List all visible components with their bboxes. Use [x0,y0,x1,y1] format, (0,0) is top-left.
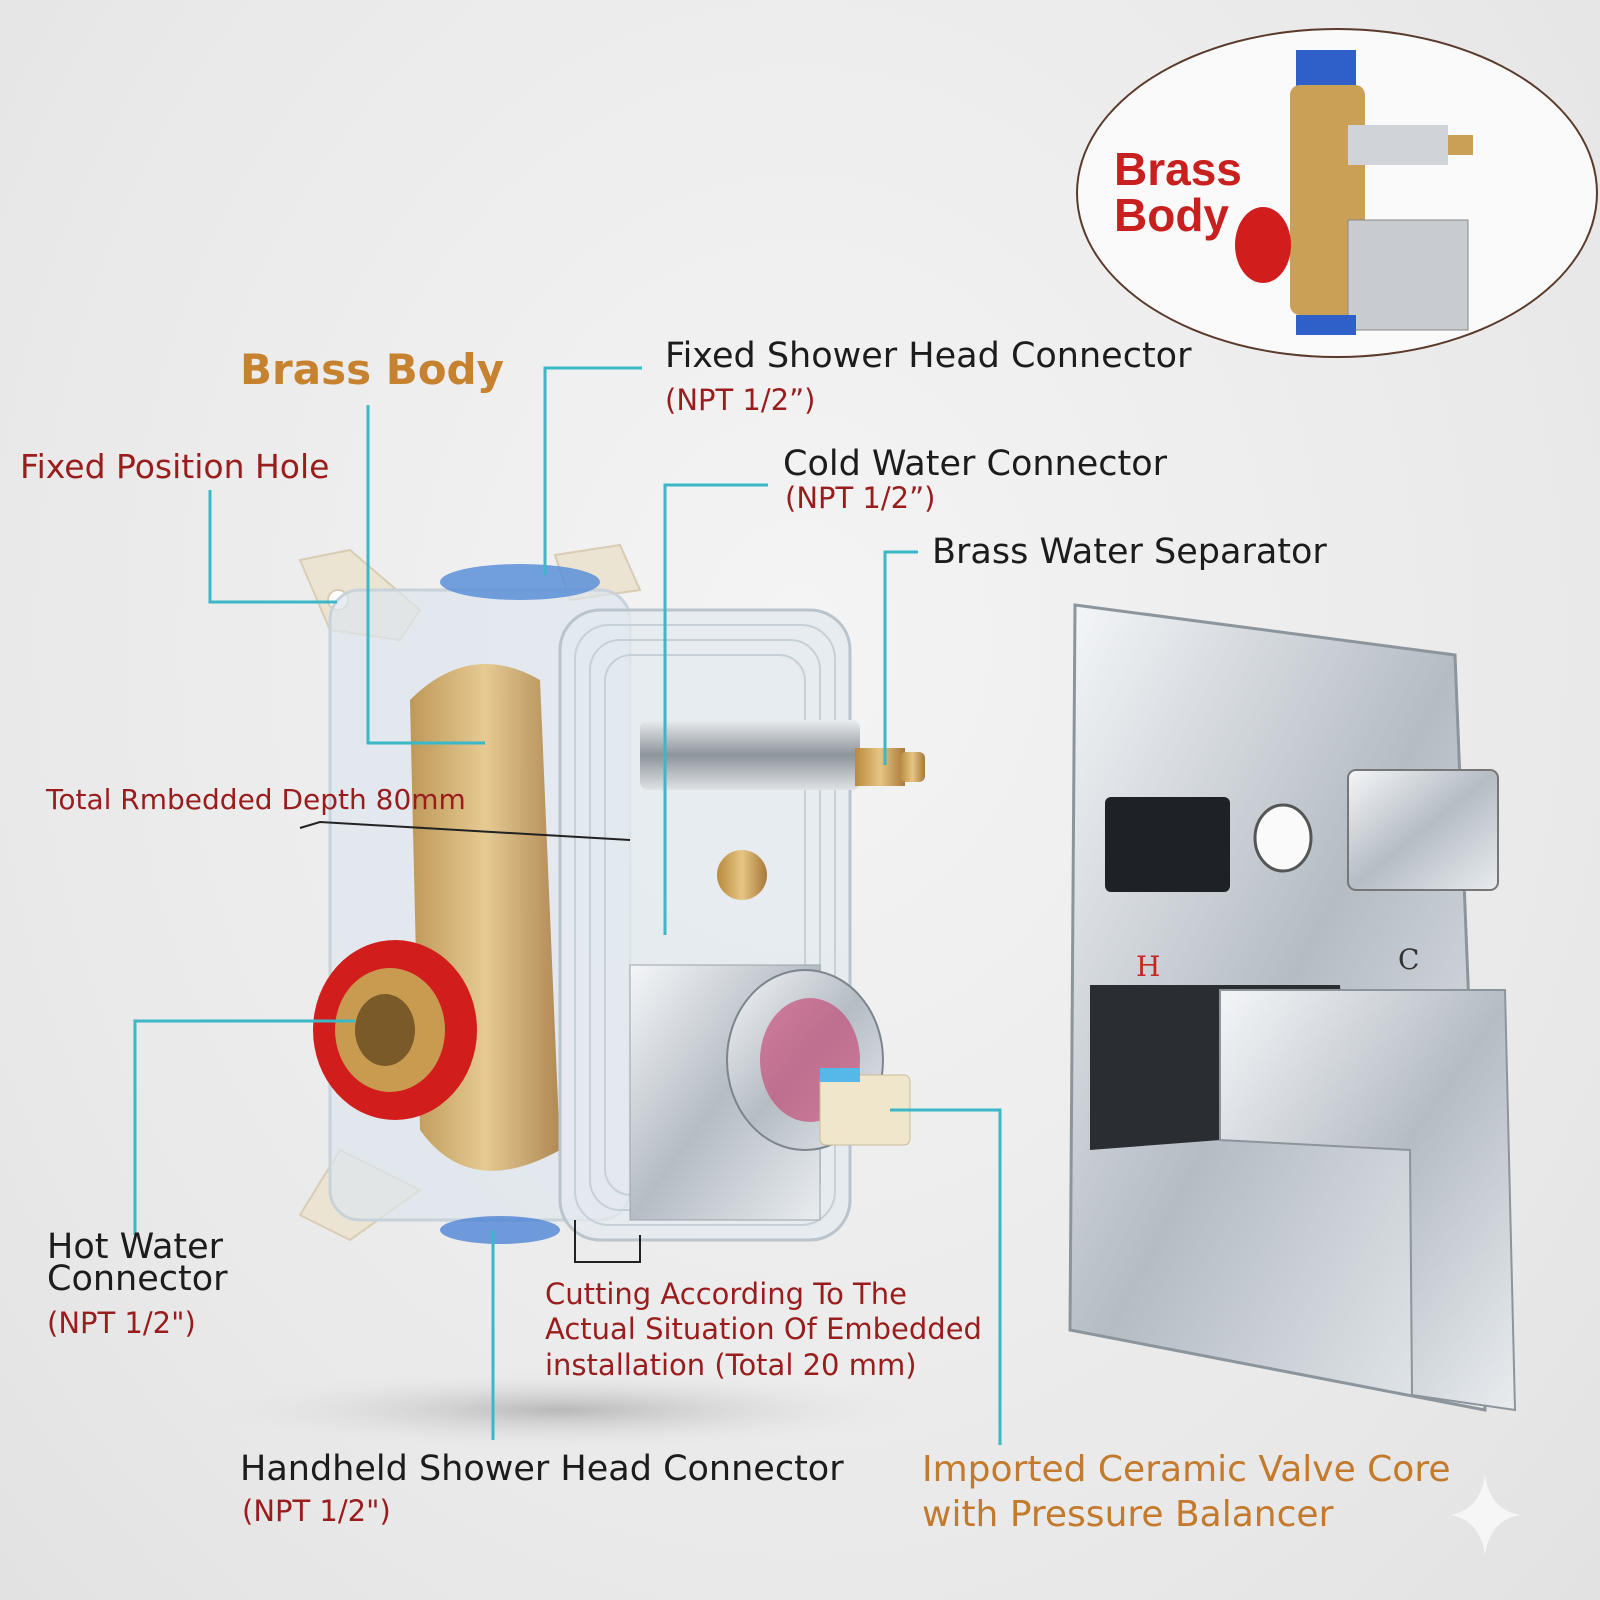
cutting-line2: Actual Situation Of Embedded [545,1312,982,1347]
leader-lines [133,366,1002,1445]
diverter-slot [1105,797,1230,892]
floor-shadow [200,1370,920,1450]
lever-handle[interactable] [1219,989,1517,1412]
ceramic-line2: with Pressure Balancer [922,1494,1334,1535]
label-handheld-connector: Handheld Shower Head Connector [240,1449,844,1489]
top-blue-cap [440,564,600,600]
inset-title-line1: Brass [1114,143,1242,195]
label-total-depth: Total Rmbedded Depth 80mm [46,783,466,816]
sparkle-icon [1450,1475,1520,1555]
label-hot-water-connector: Hot Water Connector [47,1227,228,1299]
label-cutting-note: Cutting According To The Actual Situatio… [545,1277,982,1383]
hot-water-connector [313,940,477,1120]
label-hot-water-spec: (NPT 1/2") [47,1306,196,1340]
hot-mark: H [1136,950,1161,983]
cutting-line3: installation (Total 20 mm) [545,1347,917,1382]
hot-water-line1: Hot Water [47,1227,224,1267]
brass-water-separator [640,720,925,900]
label-cold-water-spec: (NPT 1/2”) [785,481,936,515]
brass-body-inset: Brass Body [1076,28,1598,358]
inset-brass-valve [1235,50,1473,335]
label-fixed-shower-head-spec: (NPT 1/2”) [665,383,816,417]
bottom-blue-cap [440,1216,560,1244]
trim-plate [1068,603,1517,1412]
label-brass-body: Brass Body [240,345,504,394]
inset-title-line2: Body [1114,189,1229,241]
ceramic-line1: Imported Ceramic Valve Core [922,1449,1451,1490]
ceramic-valve-core [629,964,911,1221]
label-fixed-shower-head-connector: Fixed Shower Head Connector [665,336,1192,376]
label-cold-water-connector: Cold Water Connector [783,444,1168,484]
dimension-lines [299,820,641,1263]
label-brass-water-separator: Brass Water Separator [932,532,1327,572]
label-ceramic-valve-core: Imported Ceramic Valve Core with Pressur… [922,1447,1451,1537]
hot-water-line2: Connector [47,1258,228,1299]
plate-hole [1253,803,1313,873]
diverter-knob[interactable] [1347,769,1499,891]
label-fixed-position-hole: Fixed Position Hole [20,447,330,486]
inset-title: Brass Body [1114,146,1242,238]
label-handheld-spec: (NPT 1/2") [242,1494,391,1528]
cutting-line1: Cutting According To The [545,1277,907,1311]
cold-mark: C [1398,943,1420,976]
